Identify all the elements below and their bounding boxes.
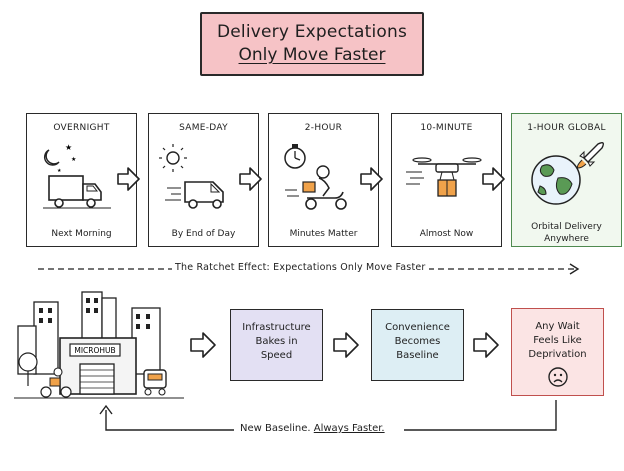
stage-card-1-hour-global: 1-HOUR GLOBAL Orbital Delivery Anywhere [511, 113, 622, 247]
infrastructure-box: Infrastructure Bakes in Speed [230, 309, 323, 381]
svg-text:★: ★ [71, 156, 76, 163]
arrow-right-icon [473, 332, 499, 358]
stage-label: 10-MINUTE [420, 123, 473, 133]
box-line: Speed [260, 350, 293, 361]
box-line: Infrastructure [242, 322, 311, 333]
title-line-1: Delivery Expectations [216, 22, 408, 42]
box-line: Convenience [385, 322, 450, 333]
stage-label: 1-HOUR GLOBAL [527, 123, 606, 133]
stage-label: 2-HOUR [304, 123, 343, 133]
stage-label: OVERNIGHT [53, 123, 110, 133]
arrow-right-icon [239, 167, 262, 191]
stage-caption-line-2: Anywhere [544, 234, 589, 244]
svg-text:★: ★ [65, 143, 72, 152]
stage-card-2-hour: 2-HOUR Minutes Matter [268, 113, 379, 247]
title-box: Delivery Expectations Only Move Faster [200, 12, 424, 76]
arrow-right-icon [333, 332, 359, 358]
feedback-emphasis: Always Faster. [313, 423, 385, 434]
box-line: Bakes in [255, 336, 298, 347]
microhub-sign: MICROHUB [74, 346, 115, 355]
title-line-2: Only Move Faster [238, 45, 386, 65]
deprivation-box: Any Wait Feels Like Deprivation [511, 308, 604, 396]
stage-caption: Next Morning [51, 229, 112, 239]
stage-label: SAME-DAY [179, 123, 228, 133]
stage-caption: Almost Now [419, 229, 474, 239]
microhub-city-illustration: MICROHUB [14, 291, 184, 399]
sun-van-icon [159, 144, 224, 209]
arrow-right-icon [360, 167, 383, 191]
box-line: Deprivation [528, 349, 587, 360]
ratchet-effect-label: The Ratchet Effect: Expectations Only Mo… [172, 262, 429, 273]
box-line: Becomes [394, 336, 441, 347]
box-line: Feels Like [533, 335, 582, 346]
drone-icon [406, 157, 482, 197]
arrow-right-icon [190, 332, 216, 358]
svg-text:★: ★ [57, 168, 62, 174]
convenience-box: Convenience Becomes Baseline [371, 309, 464, 381]
sad-face-icon [547, 367, 568, 387]
stage-caption: Minutes Matter [289, 229, 358, 239]
feedback-label: New Baseline. Always Faster. [236, 423, 389, 434]
stopwatch-scooter-icon [284, 144, 347, 210]
globe-rocket-icon [531, 141, 605, 205]
box-line: Baseline [396, 350, 439, 361]
stage-caption-line-1: Orbital Delivery [531, 222, 602, 232]
stage-caption: By End of Day [171, 229, 236, 239]
box-line: Any Wait [535, 321, 580, 332]
arrow-right-icon [117, 167, 140, 191]
feedback-text: New Baseline. [240, 423, 314, 434]
moon-truck-icon: ★ ★ ★ [43, 143, 111, 209]
arrow-right-icon [482, 167, 505, 191]
